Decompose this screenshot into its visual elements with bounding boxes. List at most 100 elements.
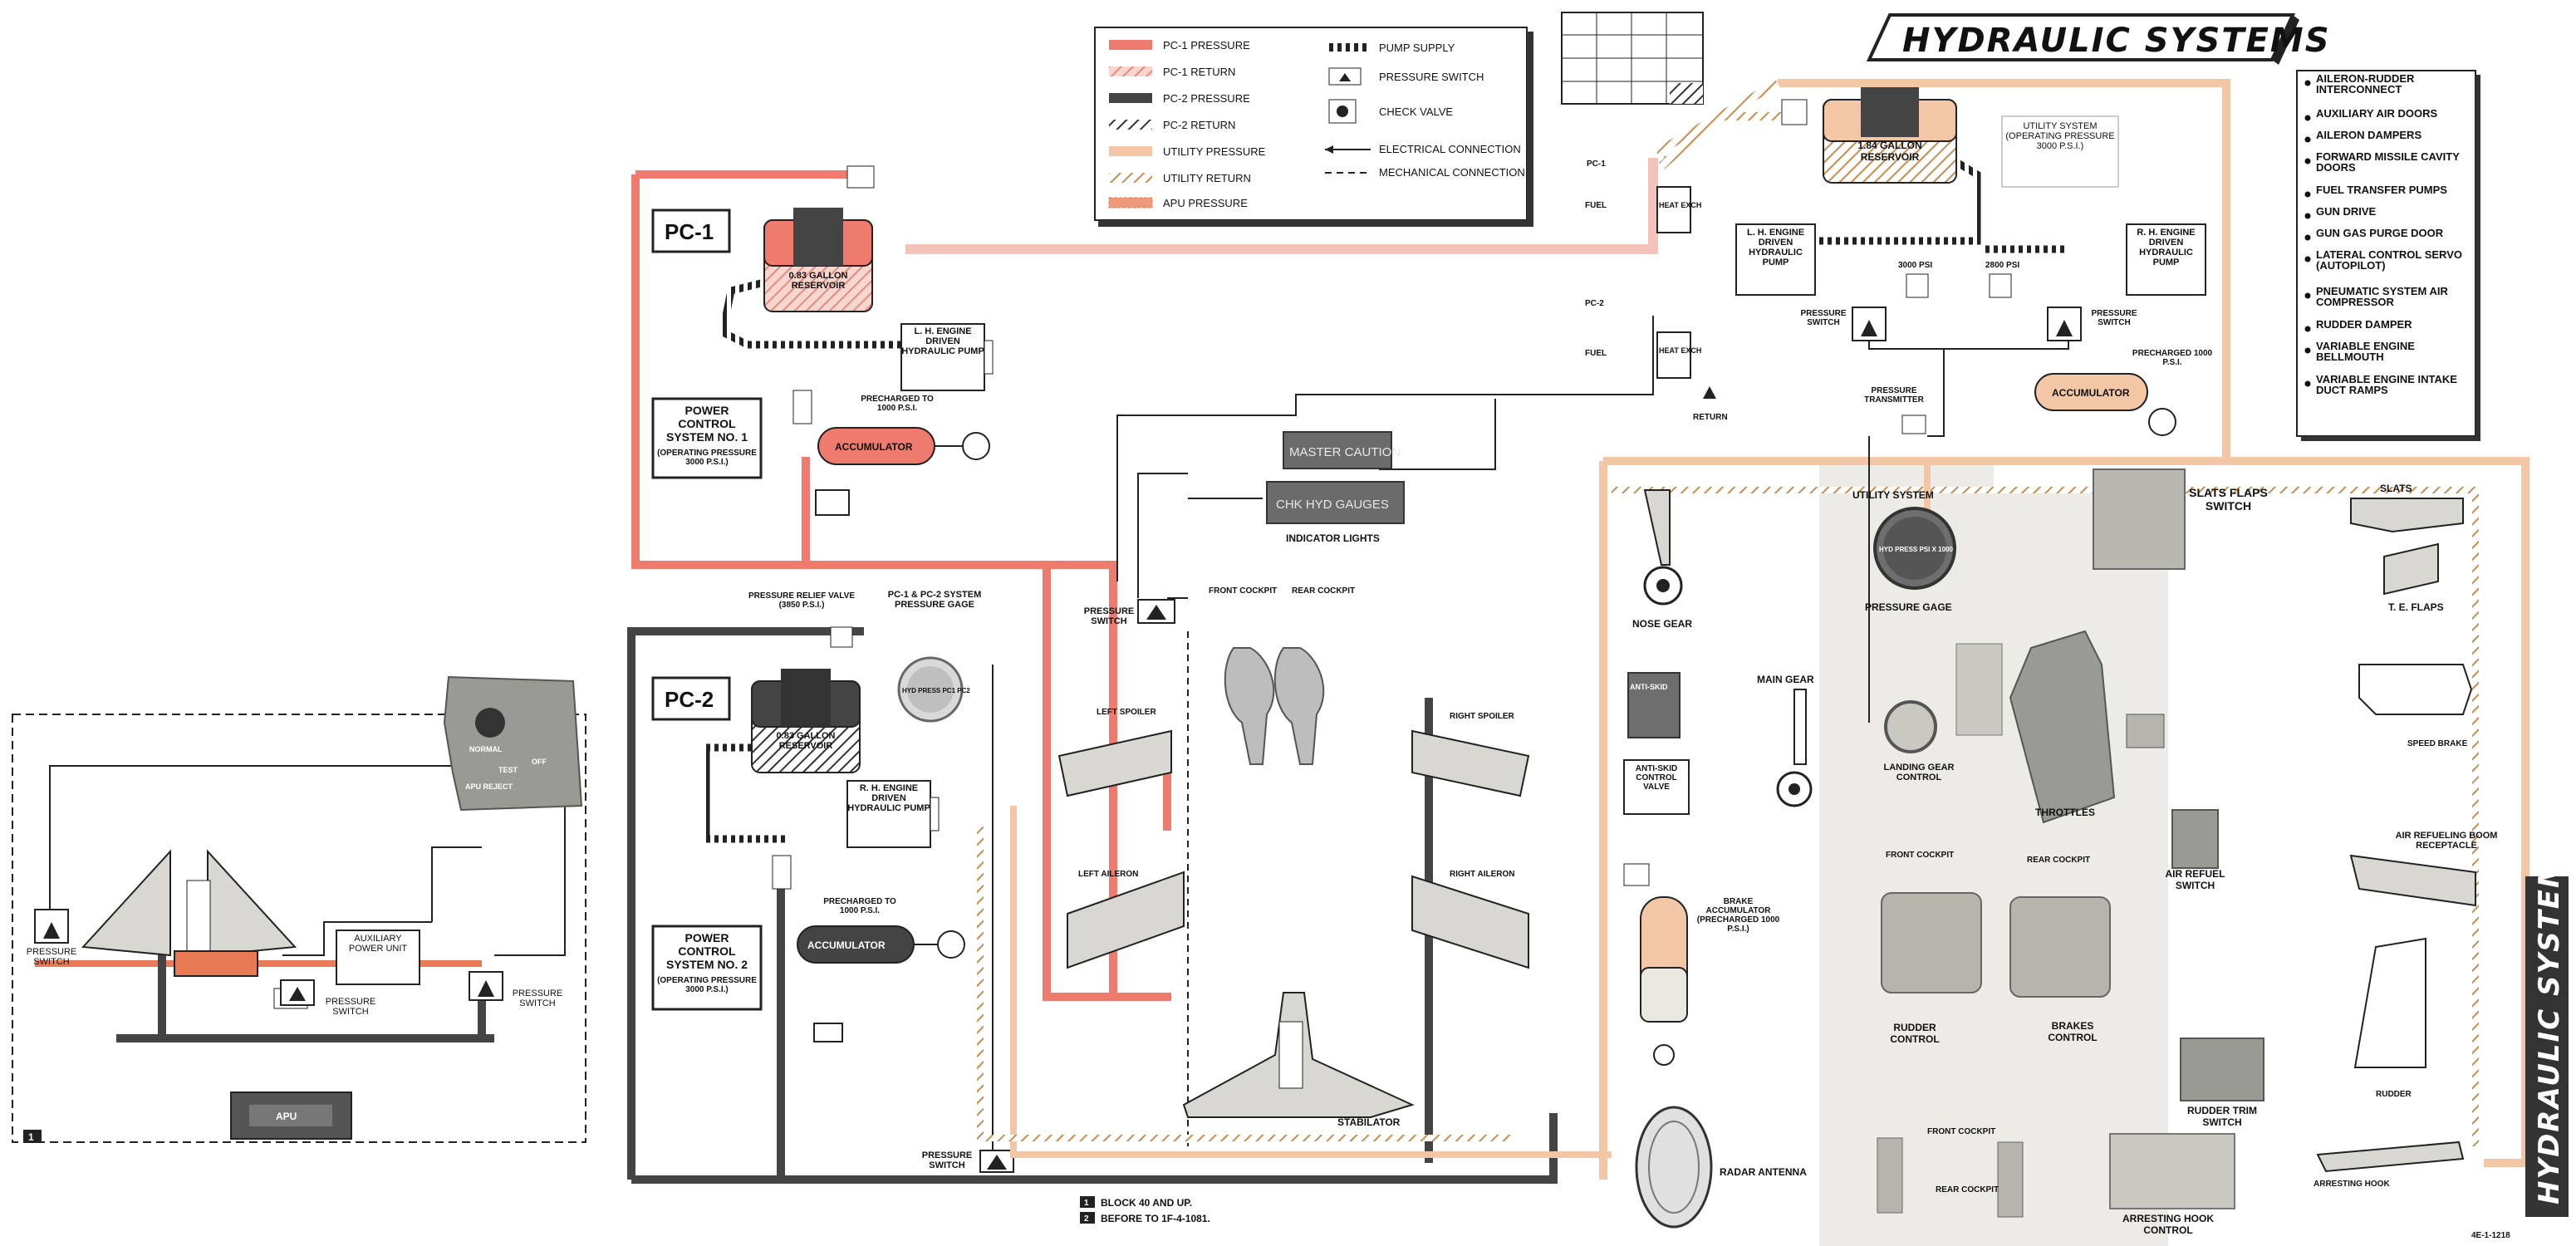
brake-accumulator <box>1624 864 1687 1065</box>
rear-cockpit-label: REAR COCKPIT <box>1292 586 1355 596</box>
pc1-title: PC-1 <box>665 219 714 244</box>
pressure-transmitter <box>1902 415 1926 434</box>
pc2-system-label: POWER CONTROL SYSTEM NO. 2 (OPERATING PR… <box>656 931 758 1008</box>
pc1-accumulator-label: ACCUMULATOR <box>835 441 913 453</box>
utility-precharge-label: PRECHARGED 1000 P.S.I. <box>2127 349 2218 379</box>
front-cockpit-pedals-label: FRONT COCKPIT <box>1886 851 1954 860</box>
footnote-badge-one: 1 <box>1084 1199 1089 1208</box>
air-refuel-switch-label: AIR REFUEL SWITCH <box>2160 868 2230 918</box>
pc2-system-name: POWER CONTROL SYSTEM NO. 2 <box>656 931 758 971</box>
grid-icon <box>1562 12 1703 104</box>
legend-label-utility-return: UTILITY RETURN <box>1163 172 1251 184</box>
apu-unit-label: AUXILIARY POWER UNIT <box>339 934 417 984</box>
pc2-pressure-switch-label: PRESSURE SWITCH <box>914 1150 980 1184</box>
heat-exch-pc2-label: PC-2 <box>1585 299 1604 308</box>
front-cockpit-hook-label: FRONT COCKPIT <box>1927 1127 1995 1136</box>
rudder-control-label: RUDDER CONTROL <box>1869 1022 1960 1055</box>
footnote-1: BLOCK 40 AND UP. <box>1101 1197 1192 1209</box>
brake-accumulator-label: BRAKE ACCUMULATOR (PRECHARGED 1000 P.S.I… <box>1695 897 1782 955</box>
heat-exchangers <box>1657 187 1716 399</box>
speed-brake <box>2359 665 2471 714</box>
left-spoiler-label: LEFT SPOILER <box>1097 708 1156 717</box>
pc1-system-name: POWER CONTROL SYSTEM NO. 1 <box>656 404 758 444</box>
pc2-relief-label: PRESSURE RELIEF VALVE (3850 P.S.I.) <box>748 591 856 625</box>
return-label: RETURN <box>1693 413 1728 422</box>
figure-number: 4E-1-1218 <box>2471 1231 2510 1240</box>
front-cockpit-label: FRONT COCKPIT <box>1209 586 1277 596</box>
side-title: HYDRAULIC SYSTEMS <box>2533 836 2566 1204</box>
utility-list-item: PNEUMATIC SYSTEM AIR COMPRESSOR <box>2316 286 2472 319</box>
utility-list-text: AILERON-RUDDER INTERCONNECT AUXILIARY AI… <box>2316 73 2472 430</box>
utility-list-item: AILERON DAMPERS <box>2316 130 2472 151</box>
utility-lh-pump-label: L. H. ENGINE DRIVEN HYDRAULIC PUMP <box>1736 228 1815 294</box>
psi-left-label: 3000 PSI <box>1898 261 1932 270</box>
legend-label-pc1-pressure: PC-1 PRESSURE <box>1163 39 1250 52</box>
utility-system-header: UTILITY SYSTEM <box>1852 489 1934 501</box>
utility-list-item: GUN GAS PURGE DOOR <box>2316 228 2472 249</box>
utility-list-item: RUDDER DAMPER <box>2316 319 2472 341</box>
main-gear-label: MAIN GEAR <box>1757 674 1814 685</box>
apu-pressure-switch-label-2: PRESSURE SWITCH <box>316 997 385 1030</box>
arresting-hook-control-label: ARRESTING HOOK CONTROL <box>2114 1213 2222 1246</box>
stabilator-label: STABILATOR <box>1337 1116 1401 1128</box>
pressure-gage-label: PRESSURE GAGE <box>1865 601 1952 613</box>
slats-flaps-switch <box>2093 469 2185 569</box>
pc-gage-face: HYD PRESS PC1 PC2 <box>902 687 970 694</box>
utility-list-item: AILERON-RUDDER INTERCONNECT <box>2316 73 2472 108</box>
utility-list-item: AUXILIARY AIR DOORS <box>2316 108 2472 130</box>
utility-accumulator <box>2035 374 2176 435</box>
utility-pressure-switches <box>1852 307 2081 341</box>
pc1-reservoir-label: 0.83 GALLON RESERVOIR <box>764 271 872 307</box>
left-aileron-label: LEFT AILERON <box>1078 870 1138 879</box>
pc2-precharge-label: PRECHARGED TO 1000 P.S.I. <box>814 897 905 927</box>
slats <box>2351 498 2463 532</box>
pc-gage-label: PC-1 & PC-2 SYSTEM PRESSURE GAGE <box>885 590 984 648</box>
chk-hyd-text: CHK HYD GAUGES <box>1276 498 1389 512</box>
rear-cockpit-hook-label: REAR COCKPIT <box>1936 1185 1999 1194</box>
utility-check-valves <box>1906 274 2011 297</box>
nose-gear-label: NOSE GEAR <box>1632 618 1692 630</box>
apu-pressure-switch-label-1: PRESSURE SWITCH <box>17 947 86 980</box>
apu-pressure-switch-label-3: PRESSURE SWITCH <box>503 988 572 1022</box>
heat-exch-fuel2-label: FUEL <box>1585 349 1607 358</box>
heat-exch-1-label: HEAT EXCH <box>1659 201 1701 209</box>
utility-accumulator-label: ACCUMULATOR <box>2052 387 2130 399</box>
page-title: HYDRAULIC SYSTEMS <box>1902 22 2331 60</box>
utility-list-item: FORWARD MISSILE CAVITY DOORS <box>2316 151 2472 184</box>
radar-antenna <box>1636 1107 1711 1227</box>
air-refuel-switch <box>2172 810 2218 868</box>
pressure-switch-pc <box>1138 600 1175 623</box>
pc2-pump-label: R. H. ENGINE DRIVEN HYDRAULIC PUMP <box>847 783 930 846</box>
indicator-lights-caption: INDICATOR LIGHTS <box>1286 532 1380 544</box>
legend-label-pc2-pressure: PC-2 PRESSURE <box>1163 92 1250 105</box>
nose-gear <box>1645 490 1681 604</box>
heat-exch-2-label: HEAT EXCH <box>1659 346 1701 355</box>
pc1-system-label: POWER CONTROL SYSTEM NO. 1 (OPERATING PR… <box>656 404 758 475</box>
utility-list-item: LATERAL CONTROL SERVO (AUTOPILOT) <box>2316 249 2472 286</box>
pc2-reservoir-label: 0.83 GALLON RESERVOIR <box>752 731 860 768</box>
utility-rh-pump-label: R. H. ENGINE DRIVEN HYDRAULIC PUMP <box>2127 228 2206 294</box>
master-caution-text: MASTER CAUTION <box>1289 445 1401 459</box>
utility-list-item: VARIABLE ENGINE BELLMOUTH <box>2316 341 2472 374</box>
apu-off-label: OFF <box>532 758 547 766</box>
heat-exch-pc1-label: PC-1 <box>1587 159 1606 169</box>
utility-list-item: FUEL TRANSFER PUMPS <box>2316 184 2472 206</box>
apu-test-label: TEST <box>498 766 518 774</box>
anti-skid-label: ANTI-SKID <box>1630 683 1668 691</box>
utility-system-box-label: UTILITY SYSTEM (OPERATING PRESSURE 3000 … <box>2005 121 2115 184</box>
legend-label-check-valve: CHECK VALVE <box>1379 105 1453 118</box>
legend-label-pressure-switch: PRESSURE SWITCH <box>1379 71 1484 83</box>
speed-brake-label: SPEED BRAKE <box>2407 739 2468 748</box>
utility-list-item: VARIABLE ENGINE INTAKE DUCT RAMPS <box>2316 374 2472 407</box>
pc1-pump-label: L. H. ENGINE DRIVEN HYDRAULIC PUMP <box>901 326 984 390</box>
slats-flaps-switch-label: SLATS FLAPS SWITCH <box>2181 486 2276 524</box>
legend <box>1095 27 1533 227</box>
legend-label-pc1-return: PC-1 RETURN <box>1163 66 1235 78</box>
footnote-2: BEFORE TO 1F-4-1081. <box>1101 1213 1210 1224</box>
pressure-transmitter-label: PRESSURE TRANSMITTER <box>1852 386 1936 416</box>
arresting-hook <box>2318 1142 2463 1171</box>
rudder-label: RUDDER <box>2376 1090 2412 1099</box>
arresting-hook-control <box>2110 1134 2235 1209</box>
pc2-accumulator-label: ACCUMULATOR <box>807 939 886 951</box>
